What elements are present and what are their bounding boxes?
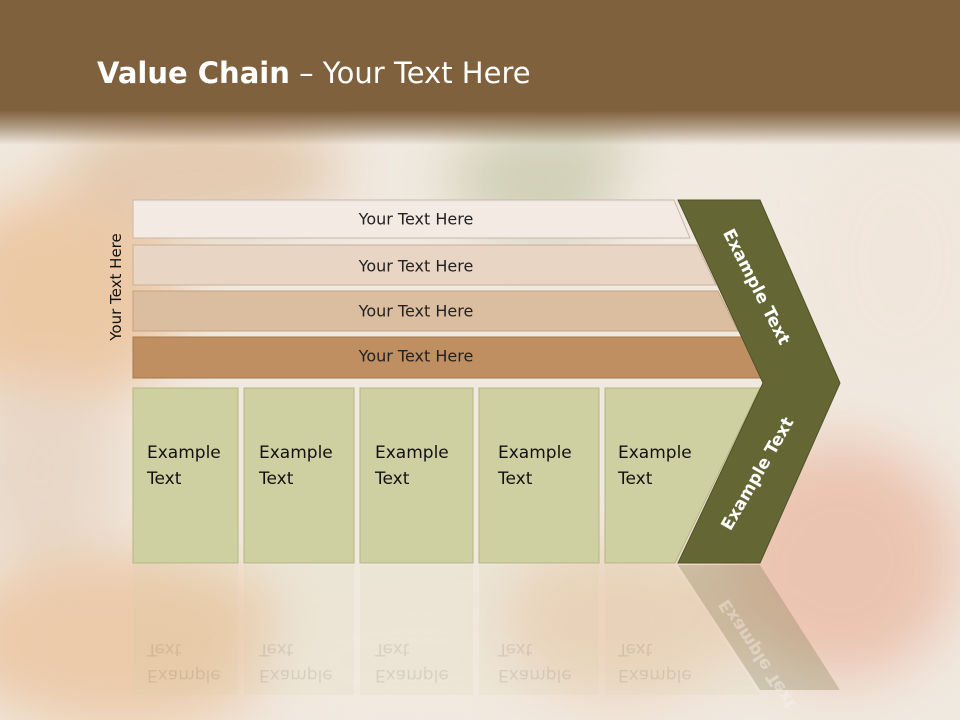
reflection-text: Example	[375, 665, 449, 685]
box-5	[604, 387, 761, 564]
reflection-box	[479, 565, 599, 695]
bar-1	[132, 199, 691, 239]
box-1-line1: Example	[147, 443, 221, 463]
title-rest: – Your Text Here	[289, 56, 531, 90]
boxes: Example Text Example Text Example Text E…	[132, 387, 761, 564]
header-band	[0, 0, 960, 145]
reflection-box	[360, 565, 473, 695]
box-3-line2: Text	[374, 469, 410, 489]
bar-3-label: Your Text Here	[358, 302, 474, 321]
reflection-box	[133, 565, 238, 695]
box-2-line1: Example	[259, 443, 333, 463]
reflection-text: Example	[259, 665, 333, 685]
box-3-line1: Example	[375, 443, 449, 463]
reflection-text: Example	[498, 665, 572, 685]
reflection-text: Text	[258, 639, 294, 659]
title-bold: Value Chain	[97, 56, 290, 90]
bar-4-label: Your Text Here	[358, 347, 474, 366]
box-4	[478, 387, 600, 564]
reflection-text: Text	[146, 639, 182, 659]
reflection-text: Text	[617, 639, 653, 659]
box-5-line1: Example	[618, 443, 692, 463]
reflection-text: Example	[147, 665, 221, 685]
box-5-line2: Text	[617, 469, 653, 489]
reflection-text: Text	[374, 639, 410, 659]
box-3	[359, 387, 474, 564]
chevron-shape	[677, 199, 841, 564]
reflection-box	[244, 565, 354, 695]
bar-2-label: Your Text Here	[358, 257, 474, 276]
reflection: Example Text Example Text Example Text E…	[133, 565, 840, 713]
box-4-line1: Example	[498, 443, 572, 463]
box-2	[243, 387, 355, 564]
reflection-text: Example	[618, 665, 692, 685]
chevron: Example Text Example Text	[677, 199, 841, 564]
bar-3	[132, 290, 739, 332]
reflection-text: Text	[497, 639, 533, 659]
reflection-box	[605, 565, 760, 695]
box-2-line2: Text	[258, 469, 294, 489]
box-1-line2: Text	[146, 469, 182, 489]
reflection-chevron	[678, 565, 840, 690]
bar-2	[132, 244, 717, 286]
box-1	[132, 387, 239, 564]
slide-title: Value Chain – Your Text Here	[97, 56, 531, 90]
bar-1-label: Your Text Here	[358, 210, 474, 229]
box-4-line2: Text	[497, 469, 533, 489]
bars: Your Text Here Your Text Here Your Text …	[132, 199, 764, 379]
